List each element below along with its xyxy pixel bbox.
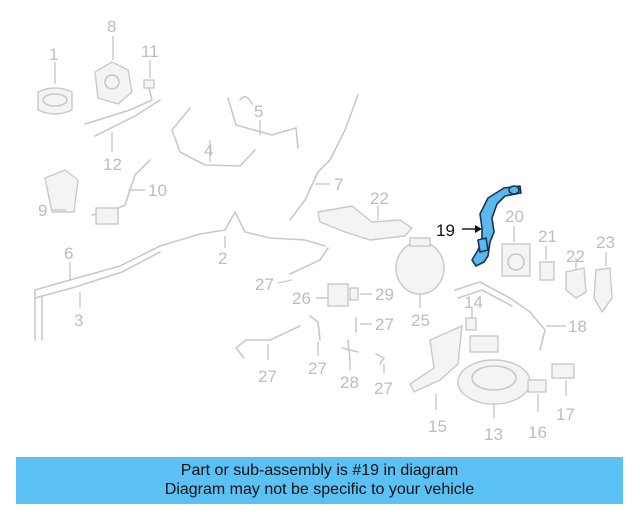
part-11-drawing — [84, 60, 155, 125]
part-26-drawing — [316, 283, 349, 307]
part-19-highlighted-drawing — [471, 185, 522, 267]
part-22-drawing — [565, 258, 587, 299]
part-17-drawing — [551, 363, 575, 396]
part-27e-label: 27 — [374, 379, 393, 398]
part-20-drawing — [501, 226, 531, 277]
part-4-label: 4 — [204, 141, 213, 160]
part-7-label: 7 — [334, 175, 343, 194]
part-29-drawing — [349, 287, 372, 301]
part-27d-drawing — [309, 315, 321, 356]
part-26-label: 26 — [292, 289, 311, 308]
part-27a-drawing — [277, 247, 329, 284]
part-9-label: 9 — [38, 201, 47, 220]
part-9-drawing — [44, 169, 79, 213]
part-14-label: 14 — [464, 293, 483, 312]
part-27a-label: 27 — [255, 275, 274, 294]
part-13-drawing — [457, 335, 531, 418]
part-1-drawing — [37, 62, 73, 115]
part-20-label: 20 — [505, 207, 524, 226]
part-8-label: 8 — [107, 17, 116, 36]
part-24-label: 25 — [411, 311, 430, 330]
part-19-label: 19 — [436, 221, 455, 240]
part-28-drawing — [341, 339, 359, 370]
part-10-label: 10 — [148, 181, 167, 200]
parts-diagram: 1 8 11 12 4 5 7 10 — [34, 17, 615, 444]
part-11-label: 11 — [141, 42, 159, 61]
part-8-drawing — [94, 36, 133, 105]
part-15-drawing — [409, 324, 463, 410]
banner-line-2: Diagram may not be specific to your vehi… — [164, 481, 475, 498]
part-23-label: 23 — [596, 233, 615, 252]
part-2-label: 2 — [218, 249, 227, 268]
part-16-drawing — [527, 379, 547, 412]
part-22-label: 22 — [566, 247, 585, 266]
part-10-drawing — [91, 159, 151, 225]
part-27e-drawing — [375, 353, 385, 374]
part-27c-label: 27 — [258, 367, 277, 386]
fuel-lines-drawing — [34, 211, 326, 341]
part-17-label: 17 — [556, 405, 575, 424]
part-27b-label: 27 — [375, 315, 394, 334]
part-25-label: 22 — [370, 189, 389, 208]
part-24-drawing — [395, 237, 445, 308]
part-18-drawing — [454, 281, 566, 351]
part-12-drawing — [94, 99, 161, 152]
part-27c-drawing — [235, 325, 301, 360]
part-29-label: 29 — [375, 285, 394, 304]
part-3-label: 3 — [74, 311, 83, 330]
part-16-label: 16 — [528, 423, 547, 442]
info-banner: Part or sub-assembly is #19 in diagram D… — [16, 457, 623, 504]
part-7-drawing — [289, 94, 359, 221]
part-21-drawing — [539, 246, 555, 281]
part-28-label: 28 — [340, 373, 359, 392]
part-18-label: 18 — [568, 317, 587, 336]
part-5-drawing — [227, 96, 299, 149]
part-14-drawing — [465, 308, 477, 331]
part-6-label: 6 — [64, 244, 73, 263]
part-4-drawing — [171, 107, 256, 167]
part-5-label: 5 — [254, 102, 263, 121]
part-27b-drawing — [355, 317, 372, 333]
part-23-drawing — [593, 252, 613, 314]
part-12-label: 12 — [103, 155, 122, 174]
part-1-label: 1 — [49, 45, 58, 64]
part-15-label: 15 — [428, 417, 447, 436]
part-13-label: 13 — [484, 425, 503, 444]
part-27d-label: 27 — [308, 359, 327, 378]
banner-line-1: Part or sub-assembly is #19 in diagram — [180, 462, 459, 479]
part-25-drawing — [317, 205, 414, 241]
part-21-label: 21 — [538, 227, 557, 246]
part-19-arrowhead — [475, 225, 482, 233]
